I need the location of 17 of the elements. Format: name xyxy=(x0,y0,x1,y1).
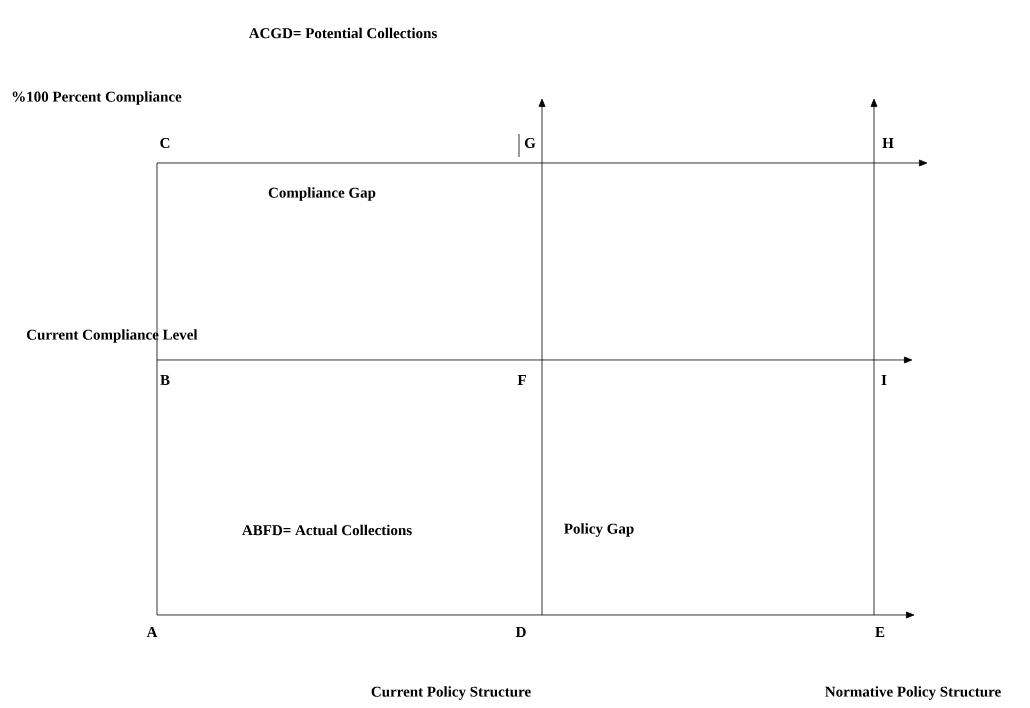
point-label: E xyxy=(875,627,885,637)
point-label: I xyxy=(881,375,887,385)
point-label: H xyxy=(882,138,894,148)
region-label: ABFD= Actual Collections xyxy=(242,524,412,536)
axis-label: Current Compliance Level xyxy=(26,329,198,343)
axis-label: %100 Percent Compliance xyxy=(12,91,182,105)
axis-label: Normative Policy Structure xyxy=(825,686,1001,700)
point-label: A xyxy=(146,627,158,637)
point-label: B xyxy=(160,375,170,385)
point-label: C xyxy=(160,137,170,148)
region-label: Policy Gap xyxy=(564,523,634,537)
note-text: ACGD= Potential Collections xyxy=(248,27,437,39)
point-label: F xyxy=(517,375,526,385)
region-label: Compliance Gap xyxy=(268,187,376,201)
point-label: D xyxy=(515,627,526,637)
point-label: G xyxy=(524,137,536,148)
axis-label: Current Policy Structure xyxy=(371,686,531,700)
